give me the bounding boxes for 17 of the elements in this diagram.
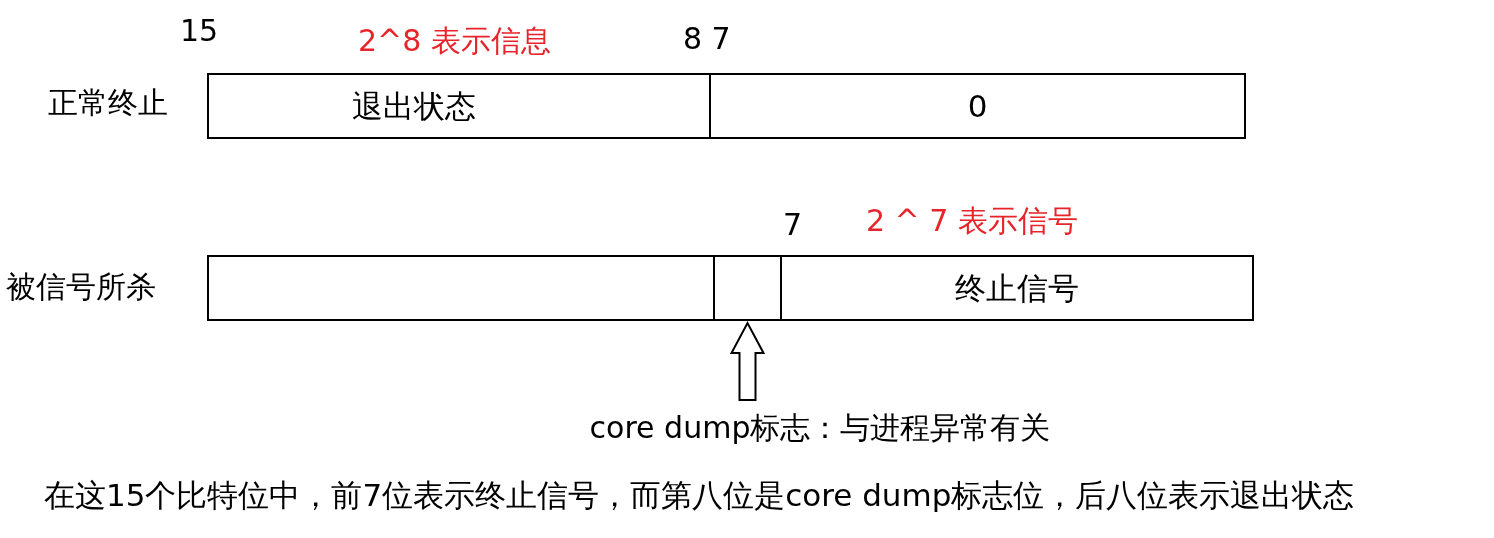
bit-label: 8 7 xyxy=(683,22,731,55)
field-box xyxy=(207,255,715,321)
bit-label: 2 ^ 7 表示信号 xyxy=(866,204,1078,237)
field-label: 退出状态 xyxy=(352,88,476,124)
hollow-arrow xyxy=(729,320,766,401)
field-box xyxy=(709,73,1246,139)
annotation-text: core dump标志：与进程异常有关 xyxy=(589,410,1051,444)
field-label: 0 xyxy=(967,88,988,124)
field-box xyxy=(713,255,782,321)
caption-text: 在这15个比特位中，前7位表示终止信号，而第八位是core dump标志位，后八位表示退出状态 xyxy=(44,478,1355,513)
field-box xyxy=(780,255,1254,321)
bit-label: 7 xyxy=(783,208,803,241)
field-label: 终止信号 xyxy=(955,270,1079,306)
bit-label: 正常终止 xyxy=(48,86,168,119)
bit-label: 被信号所杀 xyxy=(6,270,156,303)
bit-label: 15 xyxy=(180,14,219,47)
field-box xyxy=(207,73,711,139)
